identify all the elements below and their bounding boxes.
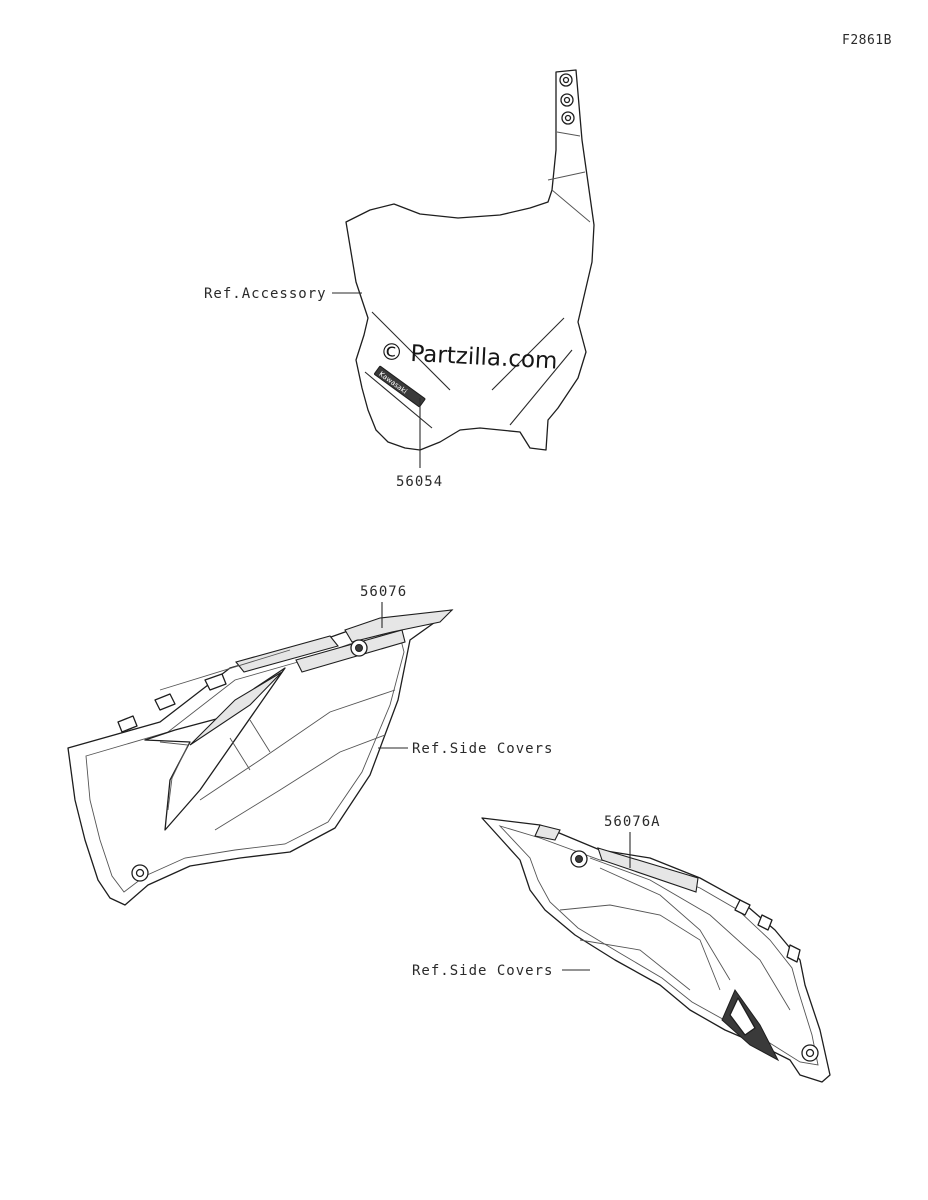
- front-number-plate: Kawasaki: [345, 69, 595, 451]
- label-56076: 56076: [360, 584, 407, 600]
- label-56054: 56054: [396, 474, 443, 490]
- label-ref-side-covers-right: Ref.Side Covers: [412, 963, 553, 979]
- label-ref-accessory: Ref.Accessory: [204, 286, 327, 302]
- left-side-cover: [67, 609, 454, 906]
- right-side-cover: [481, 817, 831, 1083]
- figure-code: F2861B: [842, 33, 892, 48]
- label-56076a: 56076A: [604, 814, 661, 830]
- label-ref-side-covers-left: Ref.Side Covers: [412, 741, 553, 757]
